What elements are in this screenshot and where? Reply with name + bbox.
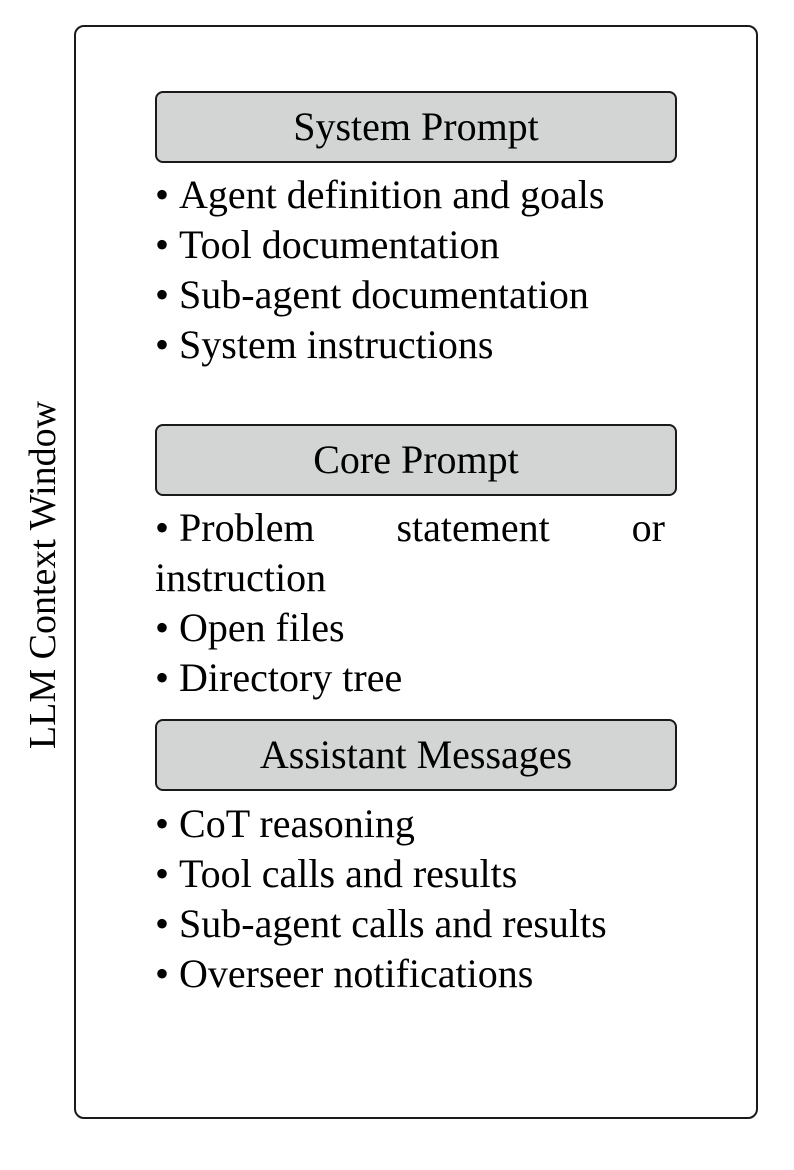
list-item: CoT reasoning [155, 799, 665, 849]
list-item: Problem statement or instruction [155, 503, 665, 603]
list-item: Directory tree [155, 653, 665, 703]
list-item: Agent definition and goals [155, 170, 665, 220]
system-prompt-list: Agent definition and goals Tool document… [155, 170, 665, 370]
core-prompt-list: Problem statement or instruction Open fi… [155, 503, 665, 703]
list-item: Overseer notifications [155, 949, 665, 999]
context-window-label: LLM Context Window [22, 400, 64, 750]
list-item: Tool calls and results [155, 849, 665, 899]
list-item: Sub-agent documentation [155, 270, 665, 320]
assistant-messages-list: CoT reasoning Tool calls and results Sub… [155, 799, 665, 999]
list-item: Open files [155, 603, 665, 653]
list-item: Sub-agent calls and results [155, 899, 665, 949]
core-prompt-header: Core Prompt [155, 424, 677, 496]
system-prompt-header: System Prompt [155, 91, 677, 163]
list-item: Tool documentation [155, 220, 665, 270]
list-item: System instructions [155, 320, 665, 370]
assistant-messages-header: Assistant Messages [155, 719, 677, 791]
